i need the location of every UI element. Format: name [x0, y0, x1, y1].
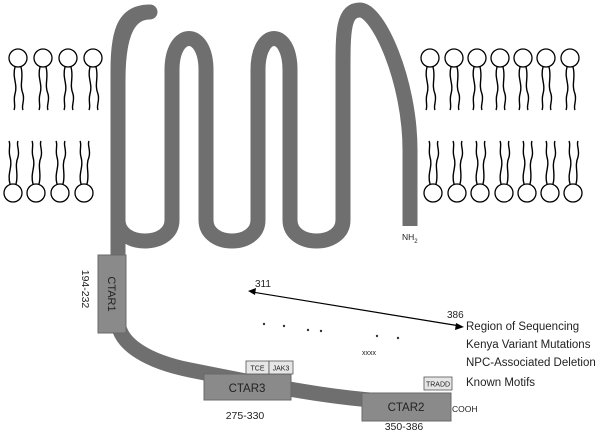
domain-ctar3-range: 275-330 [226, 410, 265, 422]
sequencing-end-label: 386 [447, 310, 464, 321]
domain-ctar2-box [361, 392, 452, 422]
legend-known-motifs: Known Motifs [466, 377, 536, 389]
n-terminus-label: NH2 [402, 232, 418, 245]
membrane-right [420, 48, 583, 203]
domain-ctar3-label: CTAR3 [229, 383, 266, 395]
motif-tce-label: TCE [251, 366, 265, 373]
legend-kenya-variant-mutations: Kenya Variant Mutations [466, 339, 591, 351]
protein-backbone [110, 2, 441, 412]
motif-tradd-label: TRADD [426, 382, 450, 389]
motif-tradd-box [423, 376, 453, 391]
domain-ctar1-box [97, 254, 127, 334]
c-terminus-label: COOH [452, 404, 478, 414]
sequencing-region-arrow [248, 288, 464, 330]
mutation-marks [262, 322, 400, 340]
domain-ctar1-label: CTAR1 [105, 276, 117, 311]
legend-npc-associated-deletion: NPC-Associated Deletion [466, 357, 596, 369]
membrane-left [3, 48, 103, 203]
motif-jak3-label: JAK3 [273, 366, 290, 373]
domain-ctar1-range: 194-232 [79, 270, 91, 309]
sequencing-start-label: 311 [255, 279, 271, 290]
legend-region-of-sequencing: Region of Sequencing [466, 321, 580, 333]
domain-ctar2-label: CTAR2 [388, 402, 425, 414]
deletion-mark: xxxx [362, 350, 377, 357]
domain-ctar2-range: 350-386 [385, 421, 424, 433]
motif-jak3-box [268, 360, 294, 375]
domain-ctar3-box [203, 373, 292, 401]
